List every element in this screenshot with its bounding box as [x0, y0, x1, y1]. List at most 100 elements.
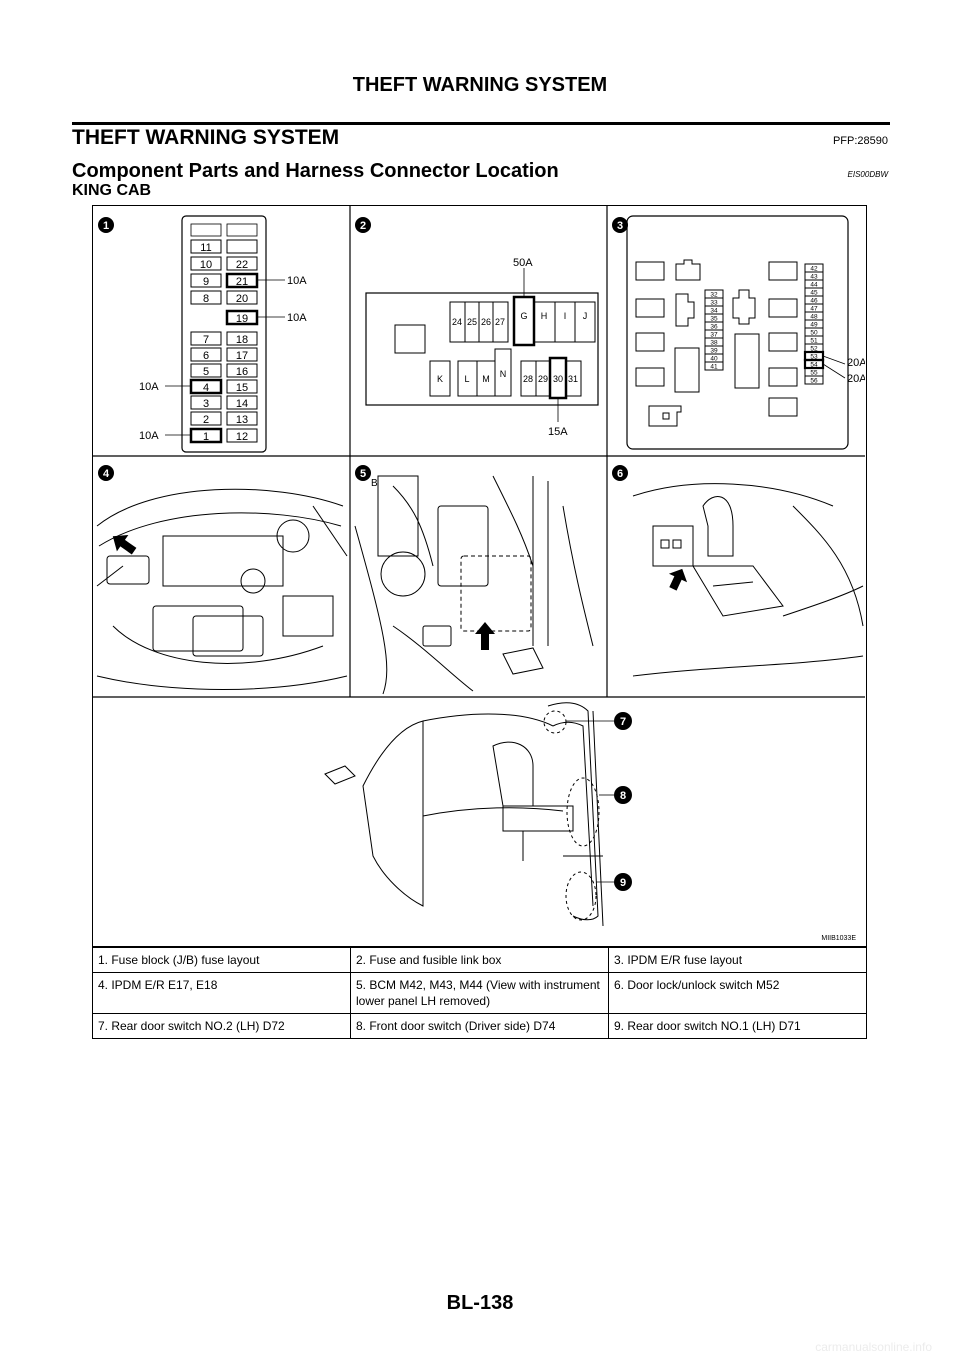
svg-text:25: 25 — [467, 317, 477, 327]
svg-text:16: 16 — [236, 366, 248, 378]
ipdm-fuse-layout-panel: 32 33 34 35 36 37 38 39 40 41 42 43 44 4… — [626, 215, 865, 450]
svg-text:G: G — [520, 311, 527, 321]
svg-text:15: 15 — [236, 382, 248, 394]
svg-text:3: 3 — [203, 398, 209, 410]
svg-text:14: 14 — [236, 398, 248, 410]
svg-text:I: I — [564, 311, 567, 321]
svg-text:36: 36 — [710, 324, 718, 331]
highlight-circle — [543, 710, 567, 734]
svg-text:45: 45 — [810, 290, 818, 297]
subsection-title: Component Parts and Harness Connector Lo… — [72, 160, 559, 182]
svg-text:53: 53 — [810, 354, 818, 361]
svg-text:17: 17 — [236, 350, 248, 362]
callout-6: 6 — [612, 465, 628, 481]
fuse-block-panel: 11 10 22 9 21 8 20 19 7 18 6 17 5 16 4 1… — [139, 215, 307, 453]
svg-text:K: K — [437, 374, 443, 384]
svg-text:30: 30 — [553, 374, 563, 384]
svg-text:5: 5 — [360, 468, 366, 480]
legend-item-4: 4. IPDM E/R E17, E18 — [92, 972, 351, 1014]
svg-text:24: 24 — [452, 317, 462, 327]
svg-text:10: 10 — [200, 259, 212, 271]
legend-row: 1. Fuse block (J/B) fuse layout 2. Fuse … — [92, 947, 867, 973]
svg-text:9: 9 — [203, 276, 209, 288]
svg-text:38: 38 — [710, 340, 718, 347]
callout-1: 1 — [98, 217, 114, 233]
callout-4: 4 — [98, 465, 114, 481]
panel5-mark: B — [371, 478, 378, 489]
svg-text:21: 21 — [236, 276, 248, 288]
callout-7: 7 — [614, 712, 632, 730]
svg-text:3: 3 — [617, 220, 623, 232]
fusible-link-box-panel: 24 25 26 27 G H I J K L M N 28 29 30 31 … — [365, 257, 599, 438]
svg-text:6: 6 — [617, 468, 623, 480]
svg-text:22: 22 — [236, 259, 248, 271]
svg-text:54: 54 — [810, 362, 818, 369]
legend-item-6: 6. Door lock/unlock switch M52 — [608, 972, 867, 1014]
svg-text:8: 8 — [203, 293, 209, 305]
legend-item-7: 7. Rear door switch NO.2 (LH) D72 — [92, 1013, 351, 1039]
bcm-location-illustration — [354, 475, 594, 695]
legend-item-8: 8. Front door switch (Driver side) D74 — [350, 1013, 609, 1039]
legend-row: 7. Rear door switch NO.2 (LH) D72 8. Fro… — [92, 1013, 867, 1039]
svg-text:41: 41 — [710, 364, 718, 371]
svg-text:50A: 50A — [513, 257, 533, 269]
svg-text:56: 56 — [810, 378, 818, 385]
svg-text:43: 43 — [810, 274, 818, 281]
highlight-circle — [565, 871, 597, 921]
svg-text:4: 4 — [203, 382, 209, 394]
svg-text:33: 33 — [710, 300, 718, 307]
svg-text:4: 4 — [103, 468, 110, 480]
legend-item-1: 1. Fuse block (J/B) fuse layout — [92, 947, 351, 973]
figure-code: MIIB1033E — [821, 935, 856, 942]
svg-text:10A: 10A — [139, 430, 159, 442]
svg-text:1: 1 — [203, 431, 209, 443]
svg-text:20: 20 — [236, 293, 248, 305]
svg-text:46: 46 — [810, 298, 818, 305]
legend-item-9: 9. Rear door switch NO.1 (LH) D71 — [608, 1013, 867, 1039]
svg-text:52: 52 — [810, 346, 818, 353]
svg-text:15A: 15A — [548, 426, 568, 438]
callout-9: 9 — [614, 873, 632, 891]
svg-text:L: L — [464, 374, 469, 384]
highlight-circle — [566, 777, 600, 847]
svg-text:1: 1 — [103, 220, 109, 232]
page-number: BL-138 — [446, 1292, 514, 1314]
arrow-icon — [475, 622, 495, 650]
svg-text:26: 26 — [481, 317, 491, 327]
callout-5: 5 — [355, 465, 371, 481]
door-lock-switch-illustration — [632, 483, 864, 677]
svg-text:20A: 20A — [847, 373, 865, 385]
svg-text:7: 7 — [620, 716, 626, 728]
svg-text:2: 2 — [360, 220, 366, 232]
svg-text:32: 32 — [710, 292, 718, 299]
svg-text:2: 2 — [203, 414, 209, 426]
svg-text:35: 35 — [710, 316, 718, 323]
engine-compartment-illustration — [96, 488, 348, 690]
page-header: THEFT WARNING SYSTEM — [352, 74, 608, 96]
svg-text:18: 18 — [236, 334, 248, 346]
callout-2: 2 — [355, 217, 371, 233]
svg-text:J: J — [583, 311, 588, 321]
svg-text:12: 12 — [236, 431, 248, 443]
svg-text:55: 55 — [810, 370, 818, 377]
svg-text:N: N — [500, 369, 507, 379]
svg-text:27: 27 — [495, 317, 505, 327]
vehicle-door-illustration — [324, 702, 604, 927]
svg-text:50: 50 — [810, 330, 818, 337]
svg-text:5: 5 — [203, 366, 209, 378]
section-title: THEFT WARNING SYSTEM — [72, 126, 340, 149]
legend-item-3: 3. IPDM E/R fuse layout — [608, 947, 867, 973]
cab-label: KING CAB — [72, 182, 152, 199]
arrow-icon — [668, 568, 688, 591]
svg-text:31: 31 — [568, 374, 578, 384]
svg-text:37: 37 — [710, 332, 718, 339]
svg-text:M: M — [482, 374, 490, 384]
svg-text:9: 9 — [620, 877, 626, 889]
svg-text:13: 13 — [236, 414, 248, 426]
svg-text:49: 49 — [810, 322, 818, 329]
legend-item-5: 5. BCM M42, M43, M44 (View with instrume… — [350, 972, 609, 1014]
callout-3: 3 — [612, 217, 628, 233]
svg-text:40: 40 — [710, 356, 718, 363]
legend-item-2: 2. Fuse and fusible link box — [350, 947, 609, 973]
svg-text:10A: 10A — [139, 381, 159, 393]
